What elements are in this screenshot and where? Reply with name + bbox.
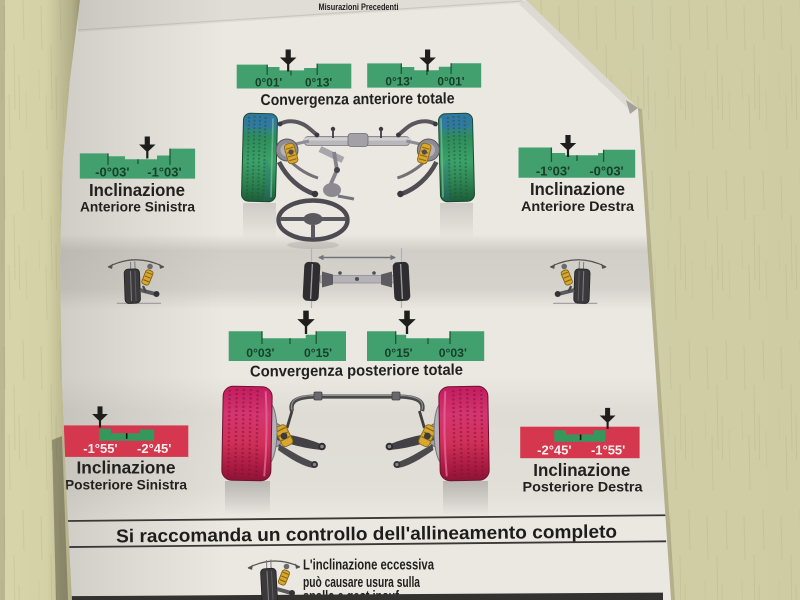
svg-text:Inclinazione: Inclinazione	[530, 179, 625, 199]
svg-text:Inclinazione: Inclinazione	[533, 460, 630, 480]
svg-text:Anteriore Sinistra: Anteriore Sinistra	[80, 199, 195, 215]
svg-text:-0°03': -0°03'	[95, 164, 129, 179]
svg-text:-2°45': -2°45'	[537, 442, 571, 457]
svg-text:-1°55': -1°55'	[591, 442, 625, 457]
svg-text:Misurazioni Precedenti: Misurazioni Precedenti	[319, 2, 399, 12]
svg-text:Convergenza posteriore totale: Convergenza posteriore totale	[250, 362, 464, 381]
svg-text:Inclinazione: Inclinazione	[89, 180, 185, 200]
svg-text:Inclinazione: Inclinazione	[77, 458, 176, 478]
svg-text:Convergenza anteriore totale: Convergenza anteriore totale	[260, 90, 454, 109]
svg-text:0°03': 0°03'	[439, 346, 467, 360]
svg-text:-0°03': -0°03'	[589, 164, 623, 179]
svg-text:-1°03': -1°03'	[147, 164, 181, 179]
svg-text:spalla e gest insuf.: spalla e gest insuf.	[303, 589, 402, 600]
svg-text:Posteriore Destra: Posteriore Destra	[523, 479, 643, 495]
svg-text:L'inclinazione eccessiva: L'inclinazione eccessiva	[303, 558, 435, 574]
svg-text:0°15': 0°15'	[304, 346, 332, 360]
svg-text:può causare usura sulla: può causare usura sulla	[303, 575, 421, 591]
svg-text:Posteriore Sinistra: Posteriore Sinistra	[65, 476, 187, 492]
svg-text:0°01': 0°01'	[437, 75, 464, 89]
svg-text:0°13': 0°13'	[305, 75, 332, 89]
svg-text:-1°03': -1°03'	[536, 164, 570, 179]
svg-text:Anteriore Destra: Anteriore Destra	[521, 198, 634, 214]
svg-text:-2°45': -2°45'	[137, 441, 171, 456]
svg-text:0°13': 0°13'	[385, 75, 412, 89]
svg-text:-1°55': -1°55'	[83, 441, 117, 456]
svg-text:0°15': 0°15'	[384, 346, 412, 360]
svg-text:0°01': 0°01'	[255, 75, 282, 89]
svg-text:0°03': 0°03'	[246, 346, 274, 360]
